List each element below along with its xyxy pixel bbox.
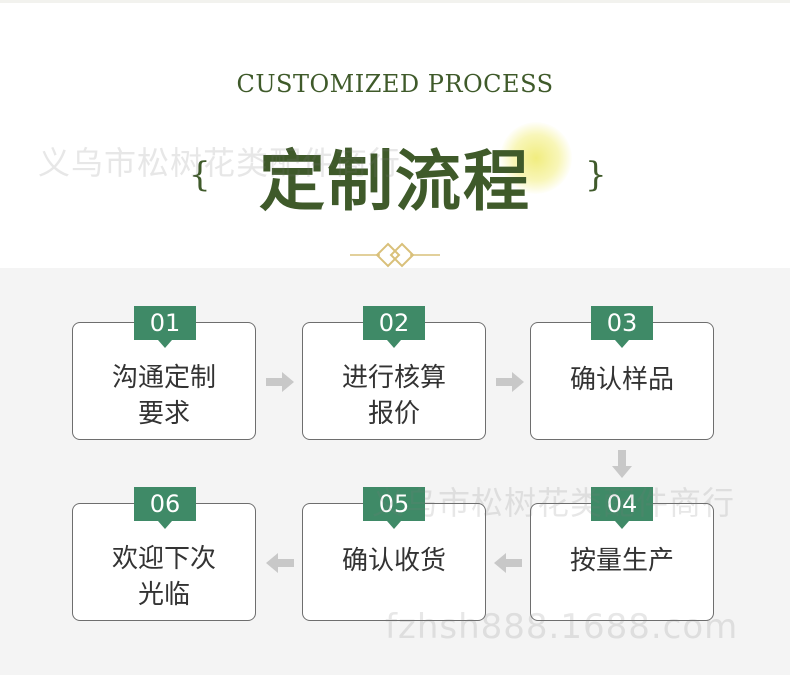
arrow-right-icon xyxy=(266,372,294,392)
step-label: 沟通定制 xyxy=(111,363,216,393)
arrow-right-icon xyxy=(496,372,524,392)
watermark-shop-url: fzhsh888.1688.com xyxy=(385,607,739,647)
step-label-line2: 光临 xyxy=(137,580,190,610)
arrow-left-icon xyxy=(266,553,294,573)
step-label: 进行核算 xyxy=(341,363,446,393)
process-subtitle: CUSTOMIZED PROCESS xyxy=(236,70,554,98)
highlight-glow xyxy=(500,122,572,194)
step-label: 确认样品 xyxy=(569,365,674,395)
step-number-badge: 06 xyxy=(134,487,196,529)
step-label-line2: 报价 xyxy=(367,399,420,429)
step-label-line2: 要求 xyxy=(137,399,190,429)
arrow-down-icon xyxy=(612,450,632,478)
step-number-badge: 02 xyxy=(363,306,425,348)
step-number-badge: 05 xyxy=(363,487,425,529)
step-label: 按量生产 xyxy=(569,546,674,576)
right-brace: } xyxy=(585,155,607,195)
top-border-line xyxy=(0,0,790,3)
step-number-badge: 03 xyxy=(591,306,653,348)
diamond-divider-icon xyxy=(350,242,440,268)
watermark-shop-name: 义乌市松树花类配件商行 xyxy=(372,484,736,522)
watermark-shop-name: 义乌市松树花类配件商行 xyxy=(38,144,402,182)
step-number-badge: 01 xyxy=(134,306,196,348)
page-title: 定制流程 xyxy=(259,142,531,220)
header-background xyxy=(0,0,790,268)
step-label: 欢迎下次 xyxy=(111,544,216,574)
arrow-left-icon xyxy=(494,553,522,573)
step-label: 确认收货 xyxy=(341,546,446,576)
step-number-badge: 04 xyxy=(591,487,653,529)
left-brace: { xyxy=(189,155,211,195)
